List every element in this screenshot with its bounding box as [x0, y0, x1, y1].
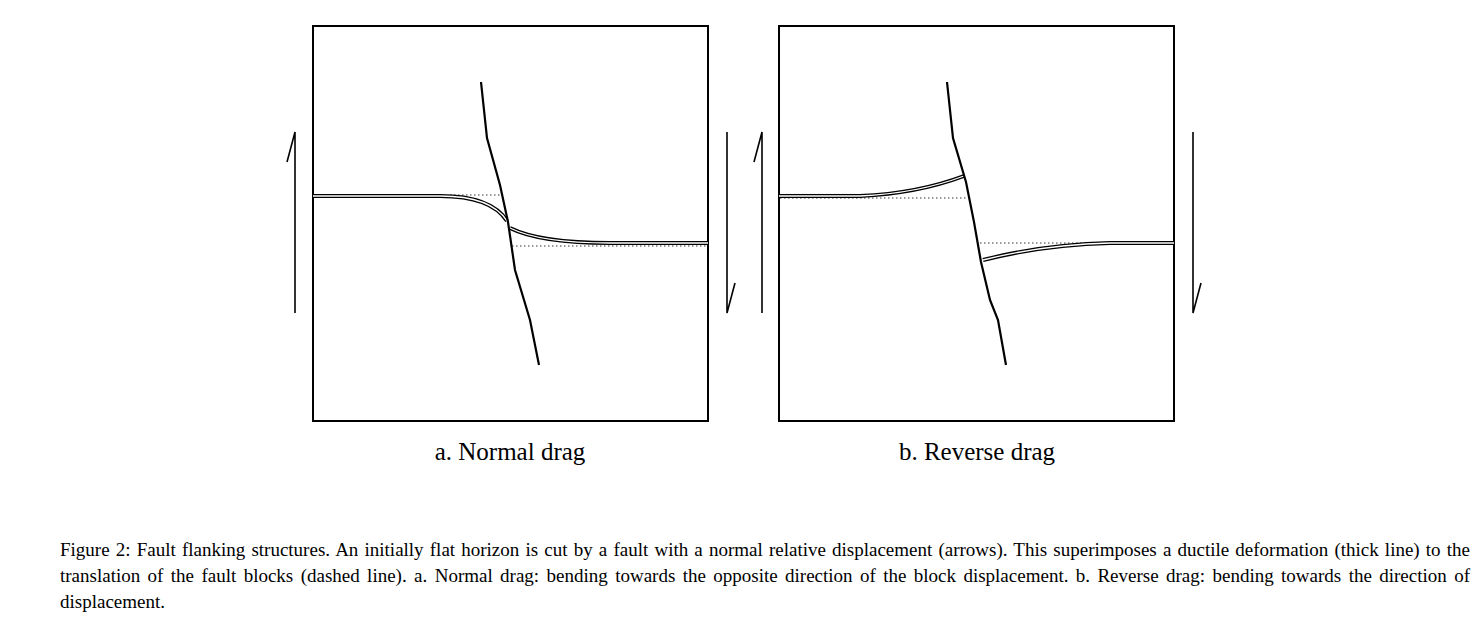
horizon: [779, 176, 964, 196]
horizon: [510, 228, 708, 243]
horizon: [983, 243, 1174, 260]
displacement-arrow: [754, 132, 762, 313]
horizon: [779, 176, 964, 196]
subfigure-label: a. Normal drag: [435, 438, 586, 466]
panel-frame: [313, 26, 708, 421]
fault-line: [947, 82, 1006, 365]
horizon: [983, 243, 1174, 260]
horizon: [313, 196, 507, 221]
figure-caption: Figure 2: Fault flanking structures. An …: [60, 537, 1470, 615]
subfigure-label: b. Reverse drag: [899, 438, 1055, 466]
fault-line: [481, 82, 539, 365]
horizon: [510, 228, 708, 243]
panel-b: [754, 26, 1201, 421]
horizon: [313, 196, 507, 221]
displacement-arrow: [727, 132, 735, 313]
panel-a: [287, 26, 735, 421]
panel-frame: [779, 26, 1174, 421]
block-translation: [512, 246, 708, 247]
displacement-arrow: [1193, 132, 1201, 313]
displacement-arrow: [287, 132, 295, 313]
